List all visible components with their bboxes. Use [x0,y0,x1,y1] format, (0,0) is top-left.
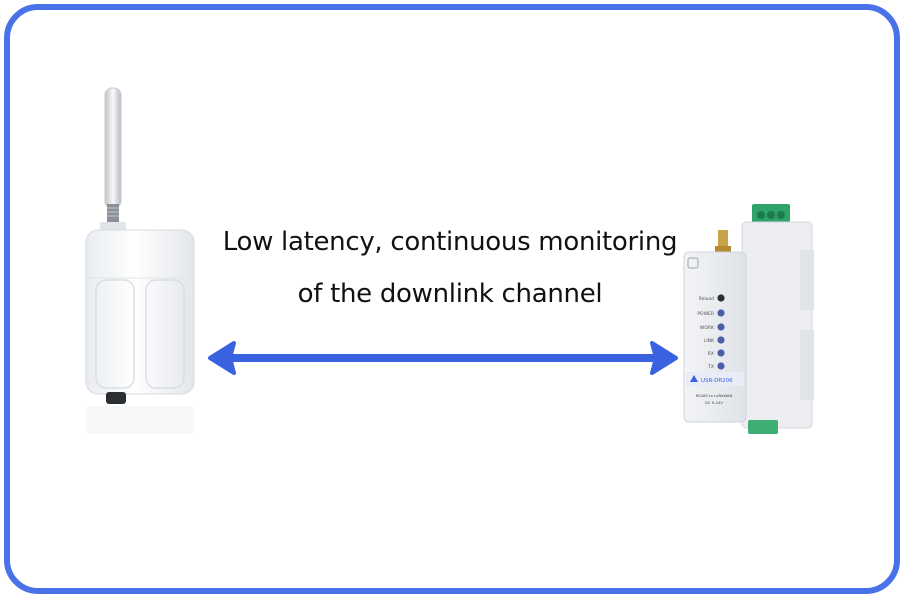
gateway-label-work: WORK [700,325,715,331]
gateway-label-rx: RX [708,351,714,357]
gateway-label-reload: Reload [699,296,714,302]
headline: Low latency, continuous monitoring of th… [180,216,720,320]
headline-line-1: Low latency, continuous monitoring [222,227,678,257]
gateway-label-tx: TX [707,364,714,370]
gateway-subtext: RS485 to LoRaWAN [696,393,733,398]
gateway-power-text: DC 9-24V [705,400,723,405]
double-headed-arrow-icon [208,341,678,375]
lora-sensor-device-icon [85,87,195,434]
din-rail-gateway-icon: Reload POWER WORK LINK RX TX USR-DR206 R… [683,204,814,434]
gateway-label-power: POWER [697,311,714,317]
gateway-label-link: LINK [704,338,715,344]
headline-line-2: of the downlink channel [297,279,603,309]
gateway-brand: USR-DR206 [701,378,733,384]
